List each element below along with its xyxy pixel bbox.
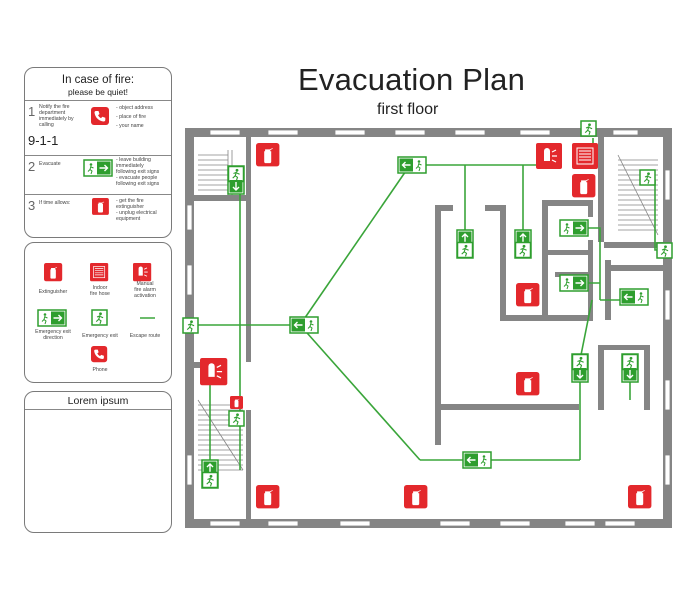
legend-label-emergency-exit: Emergency exit [82,333,118,339]
emergency-exit-direction-icon [37,309,67,327]
windows [186,129,671,527]
emergency-exit-icon [182,317,199,334]
divider [25,100,171,101]
exit-sign-right [559,219,589,237]
step-3-text: If time allows: [39,200,71,206]
extinguisher-icon [255,484,280,509]
exit-sign-right [559,274,589,292]
extinguisher-icon [627,484,652,509]
emergency-exit-icon [656,242,673,259]
exit-sign-left [289,316,319,334]
heading-line-2: please be quiet! [67,87,129,97]
exit-sign-up [515,230,531,258]
phone-icon [91,107,109,125]
extinguisher-icon [229,395,244,410]
step-1-text: Notify the fire department immediately b… [39,104,74,128]
fire-hose-icon [571,142,599,170]
emergency-exit-direction-icon [83,159,113,177]
building-walls [185,128,672,528]
exit-sign-left [462,451,492,469]
plan-title: Evacuation Plan [298,62,526,97]
extinguisher-icon [255,142,280,167]
step-number-3: 3 [28,198,36,213]
step-2-text: Evacuate [39,161,61,167]
exit-sign-left [619,288,649,306]
legend-label-extinguisher: Extinguisher [38,289,68,295]
step-number-1: 1 [28,104,36,119]
step-1-bullets: - object address - place of fire - your … [116,105,153,129]
fire-alarm-icon [199,357,228,386]
phone-icon [91,346,108,363]
emergency-exit-icon [639,169,656,186]
legend-label-fire-alarm: Manual fire alarm activation [134,281,156,299]
step-3-bullets: - get the fire extinguisher - unplug ele… [116,198,157,222]
exit-sign-left [397,156,427,174]
notes-heading: Lorem ipsum [67,395,129,407]
extinguisher-icon [515,282,540,307]
emergency-number: 9-1-1 [28,133,59,148]
fire-alarm-icon [132,262,152,282]
plan-subtitle: first floor [377,101,439,118]
divider [25,194,171,195]
extinguisher-icon [571,173,596,198]
legend-label-exit-direction: Emergency exit direction [35,329,71,341]
exit-sign-down [572,354,588,382]
emergency-exit-icon [580,120,597,137]
extinguisher-icon [91,197,110,216]
step-2-bullets: - leave building immediately following e… [116,157,160,187]
fire-alarm-icon [535,142,563,170]
extinguisher-icon [43,262,63,282]
instructions-heading: In case of fire: please be quiet! [25,74,171,97]
legend-label-phone: Phone [92,367,108,373]
exit-sign-down [228,166,244,194]
exit-sign-up [457,230,473,258]
exit-sign-down [622,354,638,382]
extinguisher-icon [403,484,428,509]
exit-sign-up [202,460,218,488]
divider [25,155,171,156]
emergency-exit-icon [228,410,245,427]
heading-line-1: In case of fire: [61,74,135,86]
extinguisher-icon [515,371,540,396]
legend-label-escape-route: Escape route [129,333,161,339]
notes-panel: Lorem ipsum [24,391,172,533]
emergency-exit-icon [91,309,108,326]
step-number-2: 2 [28,159,36,174]
legend-label-fire-hose: Indoor fire hose [90,285,110,297]
divider [25,409,171,410]
fire-hose-icon [89,262,109,282]
